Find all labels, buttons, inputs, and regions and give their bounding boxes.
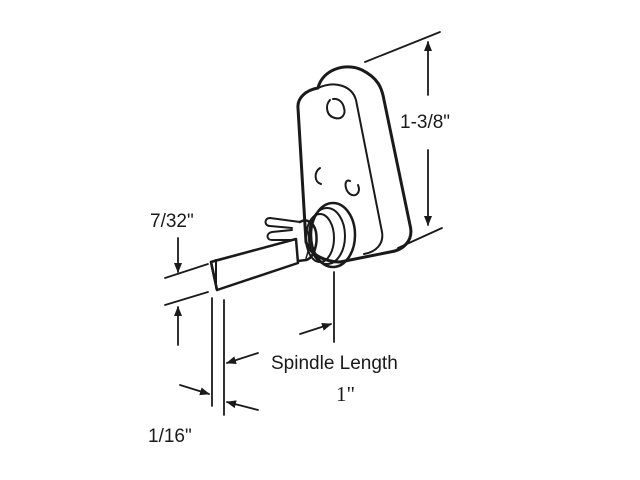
- mounting-hole-left: [314, 167, 322, 185]
- mounting-hole-top: [326, 97, 346, 120]
- spindle-length-label: Spindle Length: [271, 353, 398, 374]
- plate-height-label: 1-3/8": [400, 112, 451, 133]
- mounting-hole-right: [344, 179, 360, 197]
- spindle-thickness-label: 1/16": [148, 426, 192, 447]
- spindle-width-label: 7/32": [150, 211, 194, 232]
- spindle-length-value: 1": [336, 382, 356, 406]
- spindle: [209, 237, 300, 292]
